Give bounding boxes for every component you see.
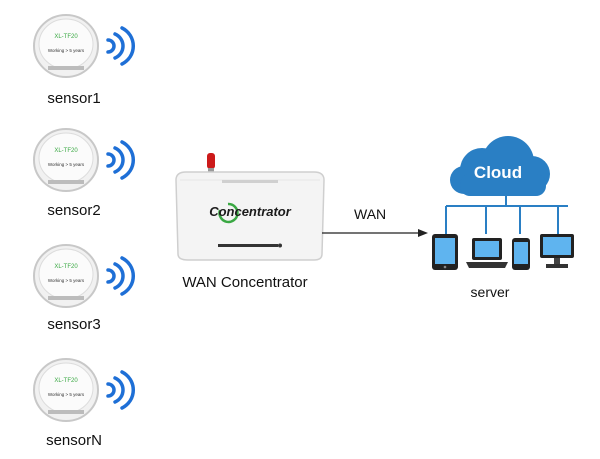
sensor-2: XL-TF20 Working > 5 years sensor2 [24,122,142,222]
wifi-signal-icon [106,370,135,410]
sensor-device-icon: XL-TF20 Working > 5 years [33,128,135,192]
tablet-icon [432,234,458,270]
server-label: server [470,284,510,300]
sensor-3: XL-TF20 Working > 5 years sensor3 [24,238,142,338]
sensor-model-text: XL-TF20 [54,264,78,270]
sensor-device-icon: XL-TF20 Working > 5 years [33,14,135,78]
sensor-1: XL-TF20 Working > 5 years sensor1 [24,8,142,108]
phone-icon [512,238,530,270]
sensor-label: sensor3 [47,316,101,333]
wifi-signal-icon [106,256,135,296]
sensor-label: sensor1 [47,90,101,107]
laptop-icon [466,238,508,268]
wifi-signal-icon [106,26,135,66]
sensor-model-text: XL-TF20 [54,34,78,40]
concentrator-device-icon: Concentrator [175,153,325,261]
sensor-note-text: Working > 5 years [48,48,85,53]
cloud-server-group: Cloud [420,134,590,274]
cloud-label: Cloud [474,163,522,182]
wan-label: WAN [354,206,387,222]
antenna-icon [207,153,215,169]
sensor-device-icon: XL-TF20 Working > 5 years [33,244,135,308]
sensor-model-text: XL-TF20 [54,148,78,154]
concentrator-device-text: Concentrator [209,204,292,219]
concentrator-device: Concentrator [170,150,330,265]
desktop-monitor-icon [540,234,574,268]
sensor-note-text: Working > 5 years [48,392,85,397]
concentrator-label: WAN Concentrator [182,274,308,291]
sensor-label: sensorN [46,432,102,449]
sensor-device-icon: XL-TF20 Working > 5 years [33,358,135,422]
sensor-note-text: Working > 5 years [48,278,85,283]
wan-arrow [322,229,428,237]
sensor-model-text: XL-TF20 [54,378,78,384]
sensor-note-text: Working > 5 years [48,162,85,167]
sensor-label: sensor2 [47,202,101,219]
sensor-n: XL-TF20 Working > 5 years sensorN [24,352,142,452]
cloud-icon: Cloud [432,136,574,270]
wifi-signal-icon [106,140,135,180]
